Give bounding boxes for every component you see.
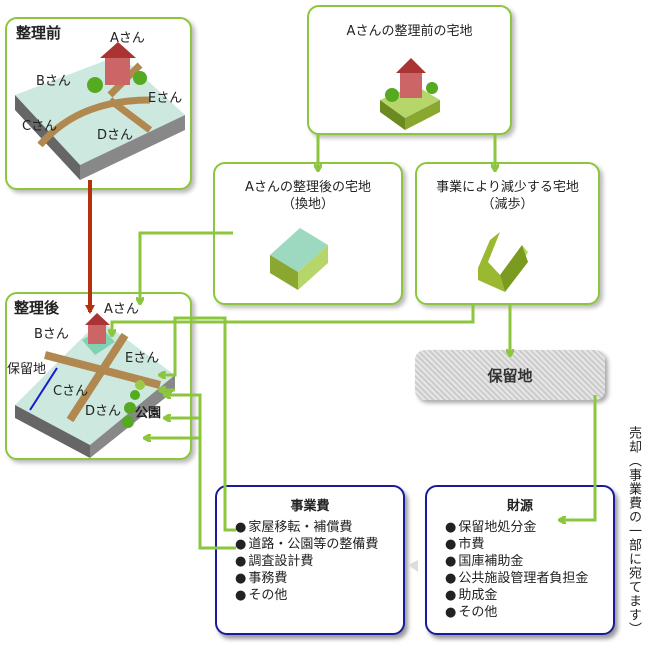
kanchi-lot-illustration [270, 228, 328, 290]
genbu-title: 事業により減少する宅地 [436, 180, 579, 195]
after-map-illustration [15, 313, 175, 458]
list-item: 公共施設管理者負担金 [445, 570, 588, 587]
reserve-land-label: 保留地 [487, 366, 533, 385]
list-item: その他 [235, 587, 378, 604]
green-flow-arrows [112, 135, 597, 550]
before-map-illustration [15, 42, 185, 180]
label-e: Eさん [125, 351, 160, 366]
list-item: 調査設計費 [235, 553, 378, 570]
kanchi-title: Aさんの整理後の宅地 [245, 180, 371, 195]
label-a: Aさん [110, 31, 145, 46]
label-e: Eさん [148, 91, 183, 106]
a-lot-before-illustration [380, 58, 440, 130]
list-item: 道路・公園等の整備費 [235, 536, 378, 553]
label-reserve: 保留地 [7, 362, 47, 377]
genbu-lot-illustration [478, 232, 528, 292]
genbu-subtitle: （減歩） [481, 197, 534, 212]
label-b: Bさん [34, 327, 69, 342]
funding-title: 財源 [506, 499, 533, 514]
costs-title: 事業費 [290, 499, 330, 514]
left-chevron [408, 560, 418, 572]
costs-list: 家屋移転・補償費 道路・公園等の整備費 調査設計費 事務費 その他 [235, 519, 378, 604]
list-item: 保留地処分金 [445, 519, 588, 536]
sale-note: 売却（事業費の一部に宛てます） [626, 426, 641, 636]
reserve-boundary-line [29, 367, 58, 411]
before-title: 整理前 [16, 24, 62, 42]
list-item: 助成金 [445, 587, 588, 604]
label-c: Cさん [22, 119, 58, 134]
kanchi-subtitle: （換地） [281, 197, 334, 212]
costs-panel: 事業費 家屋移転・補償費 道路・公園等の整備費 調査設計費 事務費 その他 [215, 485, 405, 635]
label-park: 公園 [135, 406, 162, 421]
after-title: 整理後 [14, 299, 60, 317]
list-item: 家屋移転・補償費 [235, 519, 378, 536]
list-item: 国庫補助金 [445, 553, 588, 570]
list-item: 市費 [445, 536, 588, 553]
funding-panel: 財源 保留地処分金 市費 国庫補助金 公共施設管理者負担金 助成金 その他 [425, 485, 615, 635]
label-c: Cさん [53, 384, 89, 399]
list-item: その他 [445, 604, 588, 621]
funding-list: 保留地処分金 市費 国庫補助金 公共施設管理者負担金 助成金 その他 [445, 519, 588, 621]
label-a: Aさん [104, 302, 139, 317]
a-before-title: Aさんの整理前の宅地 [346, 24, 473, 39]
label-b: Bさん [36, 74, 71, 89]
label-d: Dさん [97, 128, 134, 143]
reserve-land-box: 保留地 [415, 350, 605, 400]
list-item: 事務費 [235, 570, 378, 587]
label-d: Dさん [85, 404, 122, 419]
